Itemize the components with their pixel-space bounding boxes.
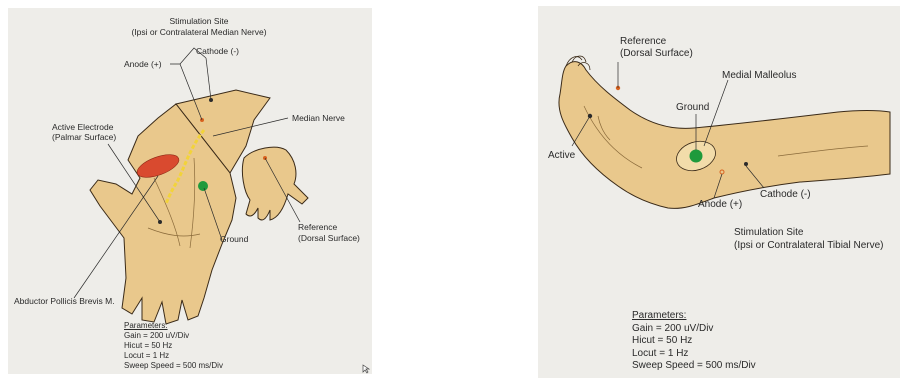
muscle-label: Abductor Pollicis Brevis M. xyxy=(14,296,115,306)
parameters-block: Parameters: Gain = 200 uV/Div Hicut = 50… xyxy=(124,321,223,371)
cathode-label: Cathode (-) xyxy=(760,189,811,201)
stimulation-site-label: Stimulation Site xyxy=(104,16,294,26)
reference-label: Reference xyxy=(620,36,666,48)
foot-diagram-panel: Reference (Dorsal Surface) Medial Malleo… xyxy=(538,6,900,378)
active-label: Active xyxy=(548,150,575,162)
reference-hand-shape xyxy=(242,147,308,220)
gain-value: Gain = 200 uV/Div xyxy=(124,331,223,341)
cathode-electrode xyxy=(744,162,748,166)
parameters-heading: Parameters: xyxy=(124,321,223,331)
hicut-value: Hicut = 50 Hz xyxy=(632,335,756,348)
cathode-label: Cathode (-) xyxy=(196,46,239,56)
ground-electrode xyxy=(690,150,703,163)
parameters-heading: Parameters: xyxy=(632,310,756,323)
locut-value: Locut = 1 Hz xyxy=(632,348,756,361)
ground-label: Ground xyxy=(220,234,248,244)
reference-sublabel: (Dorsal Surface) xyxy=(298,233,360,243)
ground-label: Ground xyxy=(676,102,709,114)
stimulation-site-label: Stimulation Site xyxy=(734,227,803,239)
leg-foot-shape xyxy=(559,62,890,209)
sweep-speed-value: Sweep Speed = 500 ms/Div xyxy=(124,361,223,371)
stimulation-site-sublabel: (Ipsi or Contralateral Tibial Nerve) xyxy=(734,240,884,252)
median-nerve-label: Median Nerve xyxy=(292,113,345,123)
mouse-cursor-icon xyxy=(362,364,372,374)
sweep-speed-value: Sweep Speed = 500 ms/Div xyxy=(632,360,756,373)
parameters-block: Parameters: Gain = 200 uV/Div Hicut = 50… xyxy=(632,310,756,373)
active-electrode-label: Active Electrode xyxy=(52,122,113,132)
locut-value: Locut = 1 Hz xyxy=(124,351,223,361)
hicut-value: Hicut = 50 Hz xyxy=(124,341,223,351)
hand-diagram-panel: Stimulation Site (Ipsi or Contralateral … xyxy=(8,8,372,374)
medial-malleolus-label: Medial Malleolus xyxy=(722,70,796,82)
gain-value: Gain = 200 uV/Div xyxy=(632,323,756,336)
reference-label: Reference xyxy=(298,222,337,232)
ground-electrode xyxy=(198,181,208,191)
reference-sublabel: (Dorsal Surface) xyxy=(620,48,693,60)
hand-illustration xyxy=(8,8,372,374)
active-electrode-sublabel: (Palmar Surface) xyxy=(52,132,116,142)
anode-label: Anode (+) xyxy=(698,199,742,211)
stimulation-site-sublabel: (Ipsi or Contralateral Median Nerve) xyxy=(104,27,294,37)
anode-label: Anode (+) xyxy=(124,59,162,69)
